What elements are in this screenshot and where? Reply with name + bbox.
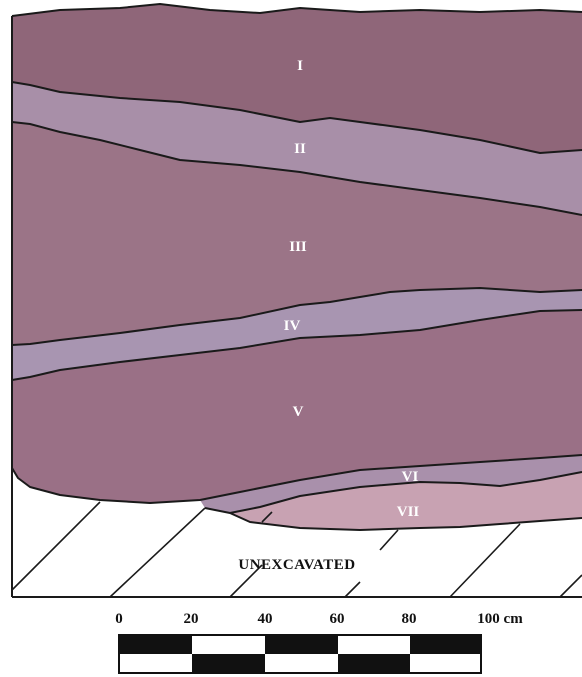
stratum-I — [12, 4, 582, 153]
boundary-I-II — [11, 81, 582, 154]
hatch-line — [559, 574, 582, 598]
unexcavated-label: UNEXCAVATED — [238, 557, 355, 573]
boundary-III-IV — [11, 287, 582, 346]
scale-segment — [192, 654, 265, 673]
scale-bar: 0 20 40 60 80 100 cm — [115, 611, 523, 674]
stratum-label-V: V — [293, 404, 304, 420]
ground-surface-line — [11, 3, 582, 17]
hatch-line — [379, 529, 399, 551]
scale-segment — [119, 635, 192, 654]
scale-tick-label: 80 — [402, 611, 417, 627]
hatch-line — [449, 523, 521, 598]
stratum-II — [12, 82, 582, 215]
scale-tick-label: 60 — [330, 611, 345, 627]
hatch-line — [261, 511, 273, 523]
stratum-label-I: I — [297, 58, 303, 74]
hatch-line — [344, 581, 361, 598]
boundary-VI-VII — [204, 471, 582, 514]
scale-segment — [265, 635, 338, 654]
hatch-line — [11, 501, 101, 591]
boundary-V-base — [11, 454, 582, 504]
stratum-label-VII: VII — [397, 504, 420, 520]
boundary-IV-V — [11, 309, 582, 381]
scale-tick-label: 0 — [115, 611, 123, 627]
unexcavated-zone — [11, 501, 582, 598]
hatch-line — [229, 564, 263, 598]
stratum-label-III: III — [289, 239, 307, 255]
scale-tick-label: 20 — [184, 611, 199, 627]
stratum-label-II: II — [294, 141, 306, 157]
boundary-II-III — [11, 121, 582, 216]
scale-segment — [410, 635, 481, 654]
hatch-line — [109, 507, 206, 598]
scale-tick-label: 100 cm — [477, 611, 523, 627]
stratum-label-IV: IV — [284, 318, 301, 334]
scale-segment — [338, 654, 410, 673]
boundary-VII-base — [229, 512, 582, 531]
stratum-label-VI: VI — [402, 469, 419, 485]
scale-tick-label: 40 — [258, 611, 273, 627]
stratum-boundaries — [11, 3, 582, 531]
